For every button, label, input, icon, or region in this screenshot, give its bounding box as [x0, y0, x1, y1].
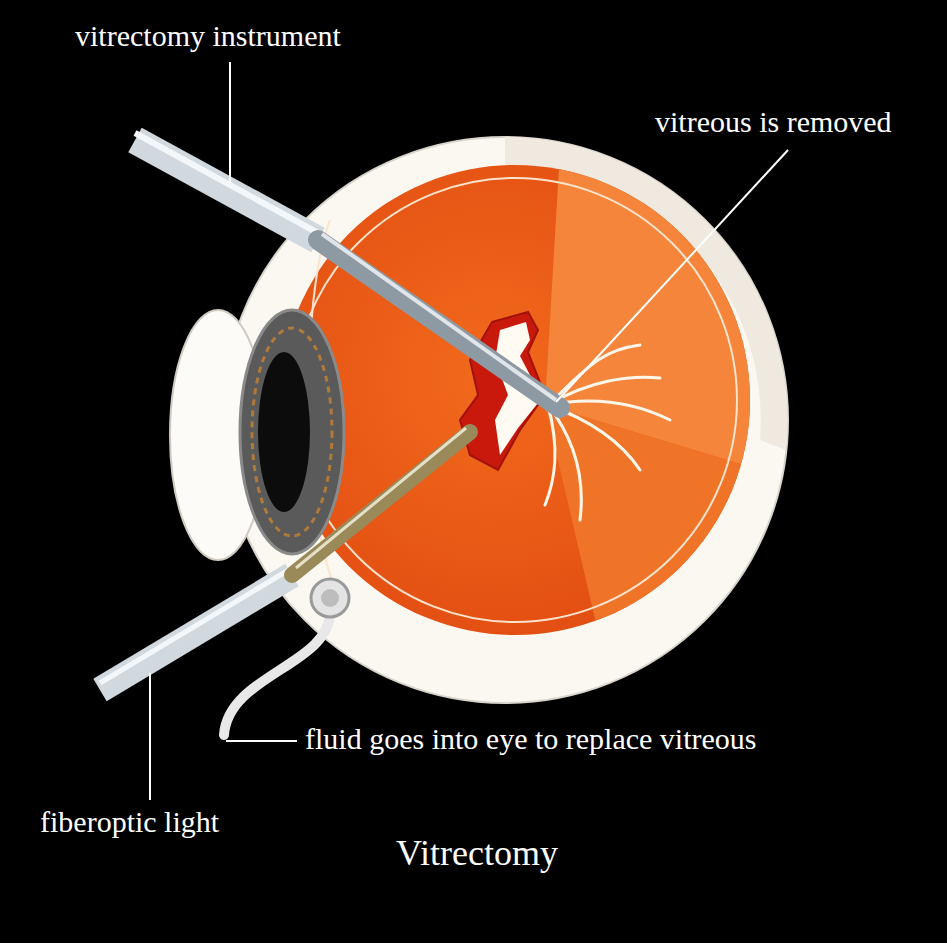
leader-line — [229, 62, 231, 182]
part-label: vitreous is removed — [655, 104, 892, 140]
light-handle — [100, 575, 292, 690]
leader-line — [149, 673, 151, 800]
part-label: vitrectomy instrument — [75, 18, 341, 54]
pupil — [258, 352, 310, 512]
light-shaft — [292, 432, 470, 575]
leader-line — [556, 150, 788, 402]
infusion-tube — [224, 612, 330, 735]
vessel — [545, 405, 555, 505]
light-highlight — [100, 568, 292, 683]
light-wedge-group — [545, 150, 760, 640]
part-label: fluid goes into eye to replace vitreous — [305, 721, 757, 757]
instrument-highlight — [135, 133, 318, 233]
port-center — [321, 589, 339, 607]
iris — [240, 310, 344, 554]
instrument-handle — [135, 140, 318, 240]
infusion-port — [311, 579, 349, 617]
leader-line — [226, 740, 297, 742]
retinal-vessels — [545, 345, 670, 520]
instrument-shaft — [318, 240, 560, 408]
mid-wedge — [545, 405, 760, 640]
part-label: fiberoptic light — [40, 804, 219, 840]
caption-text: Vitrectomy — [396, 832, 558, 875]
shaft-highlight — [322, 234, 556, 400]
retina-line — [293, 178, 737, 622]
iris-pattern — [252, 328, 332, 536]
light-shaft-highlight — [296, 428, 466, 568]
